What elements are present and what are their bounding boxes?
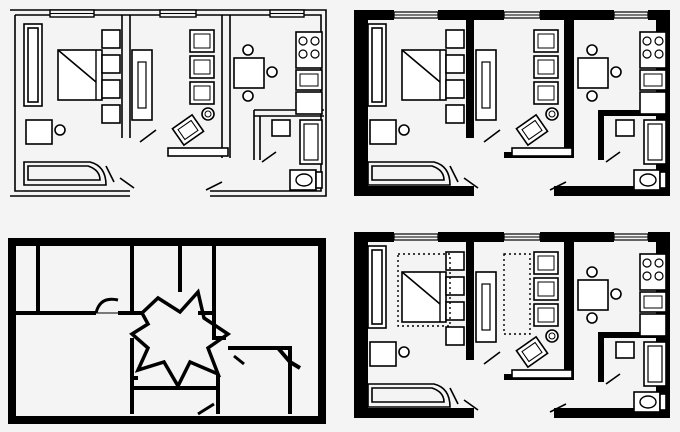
sink-icon xyxy=(615,119,635,137)
walls xyxy=(354,10,670,196)
wardrobe-icon xyxy=(475,271,497,343)
door-swing-icon xyxy=(449,129,621,191)
sink-icon xyxy=(295,69,323,91)
window-icon xyxy=(49,9,305,18)
bathtub-icon xyxy=(643,341,667,387)
bathtub-icon xyxy=(299,119,323,165)
toilet-icon xyxy=(289,169,323,191)
dining-table-icon xyxy=(577,266,622,324)
wardrobe-icon xyxy=(445,251,465,346)
sofa-icon xyxy=(23,23,43,107)
wardrobe-icon xyxy=(101,29,121,124)
plan-solid-empty xyxy=(8,238,326,424)
door-swing-icon xyxy=(449,351,621,413)
desk-icon xyxy=(25,119,66,145)
sofa-icon xyxy=(367,383,451,408)
sink-icon xyxy=(271,119,291,137)
sink-icon xyxy=(639,69,667,91)
sink-icon xyxy=(639,291,667,313)
armchair-icon xyxy=(515,107,559,147)
sink-icon xyxy=(615,341,635,359)
dining-table-icon xyxy=(577,44,622,102)
stove-icon xyxy=(639,253,667,291)
sofa-icon xyxy=(367,245,387,329)
stove-icon xyxy=(295,31,323,69)
walls xyxy=(8,238,326,424)
armchair-icon xyxy=(515,329,559,369)
toilet-icon xyxy=(633,391,667,413)
door-swing-icon xyxy=(105,129,277,191)
plan-solid-furnished xyxy=(354,10,670,196)
wardrobe-icon xyxy=(533,251,559,327)
dotted-guides xyxy=(397,253,531,335)
armchair-icon xyxy=(171,107,215,147)
window-icon xyxy=(393,11,649,19)
plan-solid-furnished-guides xyxy=(354,232,670,418)
desk-icon xyxy=(369,119,410,145)
stove-icon xyxy=(639,31,667,69)
wardrobe-icon xyxy=(533,29,559,105)
window-icon xyxy=(393,233,649,241)
sofa-icon xyxy=(367,23,387,107)
bed-icon xyxy=(401,271,447,323)
toilet-icon xyxy=(633,169,667,191)
wardrobe-icon xyxy=(475,49,497,121)
dining-table-icon xyxy=(233,44,278,102)
wardrobe-icon xyxy=(189,29,215,105)
sofa-icon xyxy=(23,161,107,186)
wardrobe-icon xyxy=(131,49,153,121)
bed-icon xyxy=(401,49,447,101)
bathtub-icon xyxy=(643,119,667,165)
sofa-icon xyxy=(367,161,451,186)
plan-outline-furnished xyxy=(10,9,327,197)
wardrobe-icon xyxy=(445,29,465,124)
desk-icon xyxy=(369,341,410,367)
bed-icon xyxy=(57,49,103,101)
